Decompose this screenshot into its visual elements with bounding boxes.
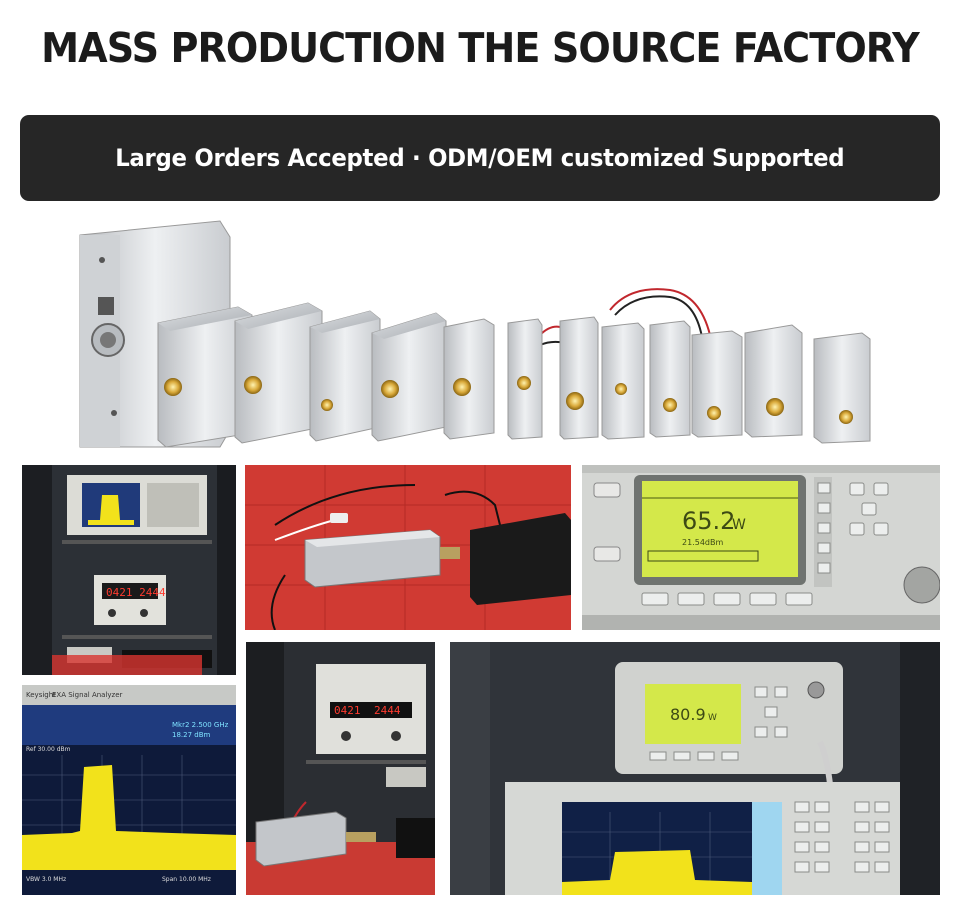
analyzer-brand: Keysight — [26, 691, 56, 699]
psu-module-photo: 0421 2444 — [246, 642, 435, 895]
meter-analyzer-stack-photo: 80.9 W — [450, 642, 940, 895]
analyzer-vbw: VBW 3.0 MHz — [26, 876, 66, 883]
signal-analyzer-photo: Keysight EXA Signal Analyzer Mkr2 2.500 … — [22, 685, 236, 895]
meter-reading: 80.9 — [670, 705, 706, 724]
marker-value: 18.27 dBm — [172, 731, 211, 739]
power-dbm: 21.54dBm — [682, 538, 723, 547]
promo-banner: Large Orders Accepted · ODM/OEM customiz… — [20, 115, 940, 201]
banner-text: Large Orders Accepted · ODM/OEM customiz… — [115, 144, 845, 172]
marker-label: Mkr2 2.500 GHz — [172, 721, 229, 729]
meter-unit: W — [708, 713, 717, 723]
product-lineup-image — [70, 215, 890, 460]
psu-voltage: 0421 — [334, 704, 361, 717]
psu-display: 0421 2444 — [106, 586, 166, 599]
power-unit: W — [732, 517, 746, 533]
psu-current: 2444 — [374, 704, 401, 717]
power-reading: 65.2 — [682, 507, 735, 535]
analyzer-title: EXA Signal Analyzer — [52, 691, 123, 699]
ref-level: Ref 30.00 dBm — [26, 746, 71, 753]
test-rack-photo: 0421 2444 — [22, 465, 236, 675]
power-meter-photo: 65.2 W 21.54dBm — [582, 465, 940, 630]
module-on-foam-photo — [245, 465, 571, 630]
analyzer-span: Span 10.00 MHz — [162, 876, 211, 883]
page-title: MASS PRODUCTION THE SOURCE FACTORY — [41, 24, 920, 72]
